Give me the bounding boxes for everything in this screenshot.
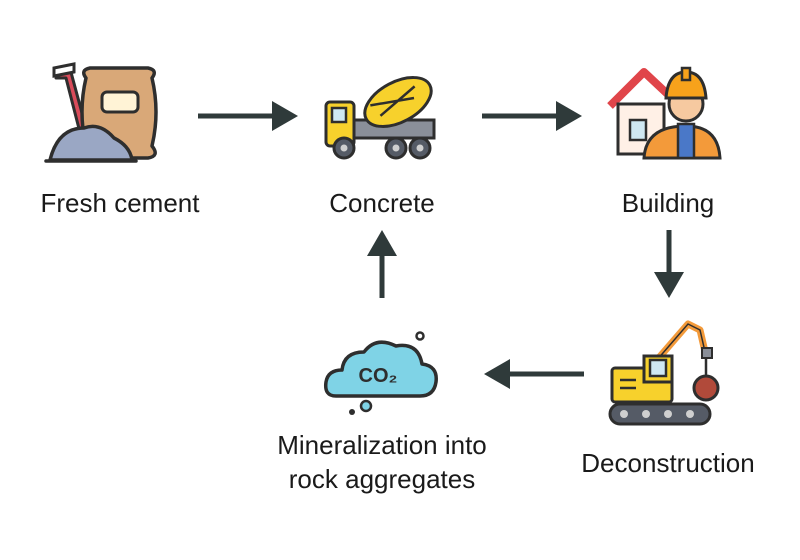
- node-label-concrete: Concrete: [329, 188, 435, 218]
- arrow-left-icon: [482, 356, 586, 392]
- excavator-icon: [606, 318, 726, 430]
- co2-cloud-icon: CO₂: [322, 326, 442, 420]
- node-label-deconstruction: Deconstruction: [581, 448, 755, 478]
- construction-worker-house-icon: [606, 62, 724, 162]
- arrow-right-icon: [196, 98, 300, 134]
- node-label-building: Building: [621, 188, 715, 218]
- node-label-mineralization: Mineralization into rock aggregates: [232, 428, 532, 496]
- node-label-mineralization-line2: rock aggregates: [288, 464, 476, 494]
- node-label-mineralization-line1: Mineralization into: [277, 430, 487, 460]
- node-label-fresh-cement: Fresh cement: [40, 188, 200, 218]
- arrow-down-icon: [651, 228, 687, 300]
- co2-text: CO₂: [359, 365, 398, 387]
- concrete-mixer-truck-icon: [322, 62, 440, 162]
- arrow-up-icon: [364, 228, 400, 300]
- arrow-right-icon: [480, 98, 584, 134]
- cement-bag-icon: [40, 62, 165, 167]
